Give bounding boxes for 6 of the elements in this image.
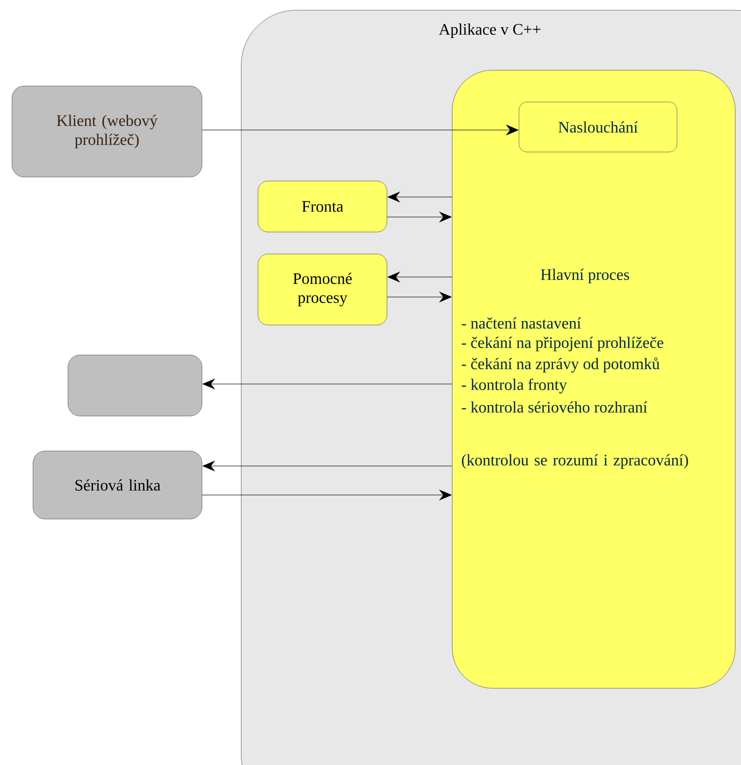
process-box: Naslouchání [518,102,678,152]
process-box: Fronta [258,180,388,232]
process-box: Pomocné procesy [258,254,388,326]
external-box [68,354,202,416]
external-box: Klient (webový prohlížeč) [12,86,202,178]
external-box: Sériová linka [32,450,202,520]
